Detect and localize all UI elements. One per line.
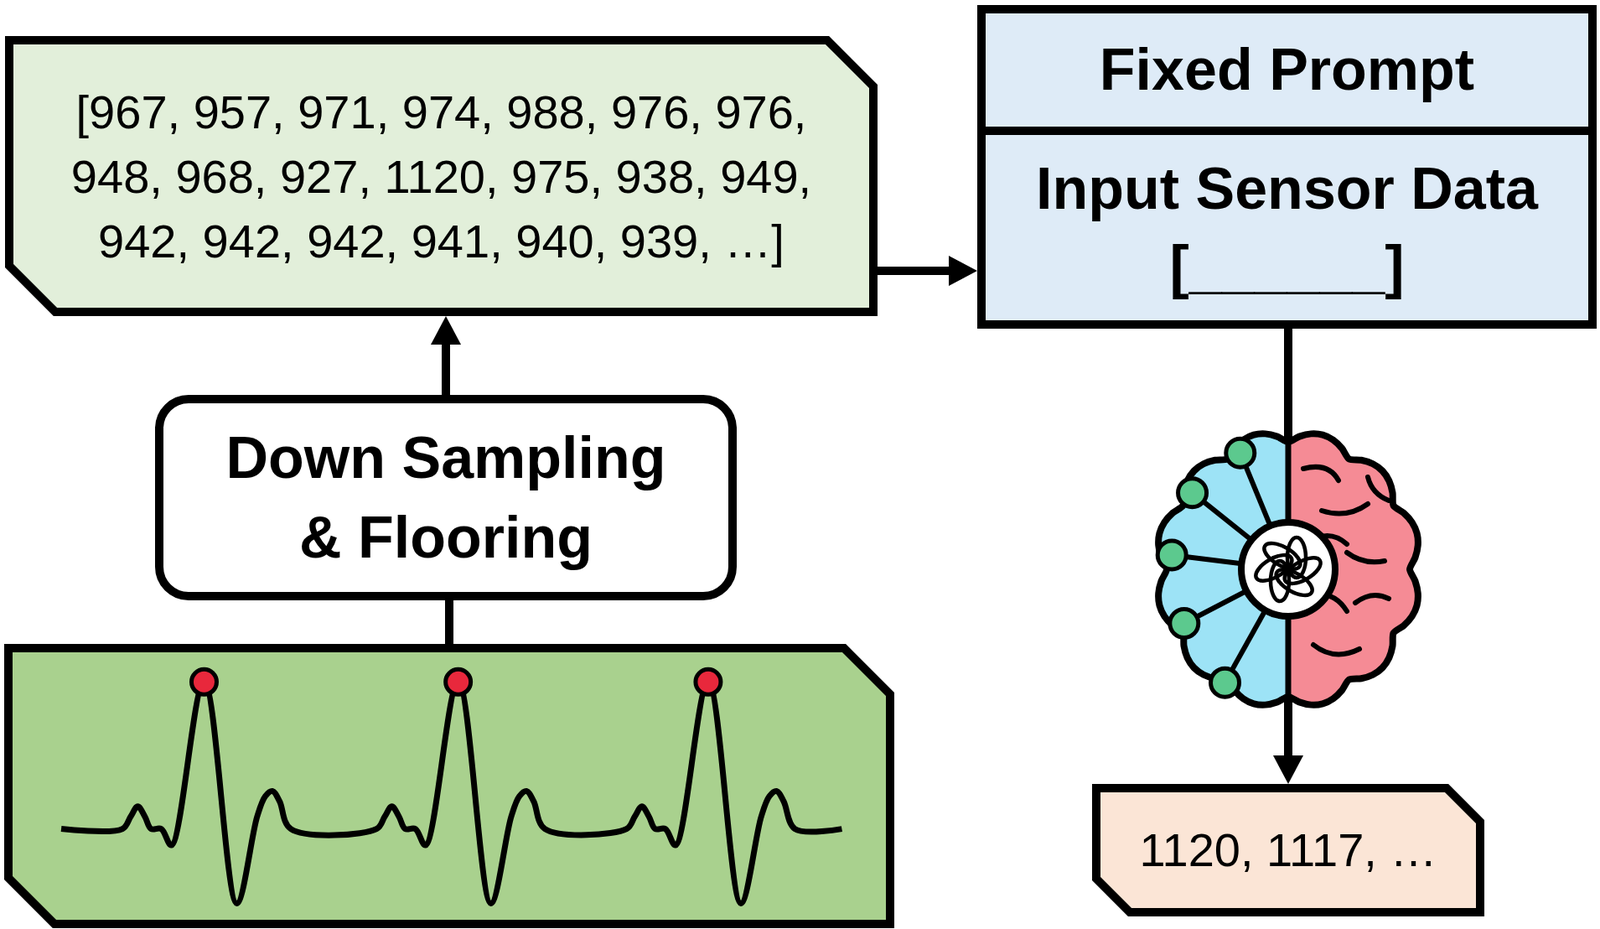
- brain-fold: [1313, 644, 1360, 654]
- node-text: [______]: [1169, 233, 1404, 301]
- brain-fold: [1321, 503, 1368, 514]
- peak-dot: [191, 668, 217, 694]
- brain-right: [1288, 433, 1419, 705]
- output-box: 1120, 1117, …: [1092, 783, 1485, 917]
- arrow-head: [430, 315, 461, 345]
- circuit-dot: [1226, 438, 1255, 467]
- arrow-head: [948, 255, 978, 286]
- arrow-connector: [430, 315, 461, 395]
- node-text: 1120, 1117, …: [1139, 821, 1438, 878]
- logo-disc: [1241, 522, 1336, 617]
- ecg-line: [61, 681, 842, 903]
- outline-shape: [9, 40, 874, 312]
- data-box: [967, 957, 971, 974, 988, 976, 976, 948,…: [5, 36, 878, 316]
- circuit-dot: [1211, 667, 1240, 697]
- arrow-connector: [877, 255, 978, 286]
- node-text: [967, 957, 971, 974, 988, 976, 976, 948,…: [47, 79, 836, 274]
- connector-line: [877, 266, 951, 275]
- brain-fold: [1303, 466, 1339, 481]
- ecg-waveform: [61, 668, 842, 903]
- prompt-box: Fixed Prompt: [977, 5, 1597, 135]
- outline-shape: [1096, 787, 1481, 912]
- ecg-panel: [8, 647, 891, 924]
- connector-line: [441, 342, 451, 395]
- brain-fold: [1355, 595, 1389, 603]
- logo-petal: [1260, 538, 1305, 575]
- node-text: Fixed Prompt: [1099, 36, 1475, 104]
- node-body: 1120, 1117, …: [1092, 783, 1485, 917]
- node-body: Fixed Prompt: [985, 13, 1589, 127]
- brain-fold: [1346, 552, 1385, 562]
- peak-dot: [695, 668, 721, 694]
- arrow-head: [1273, 755, 1304, 784]
- node-text: Down Sampling & Flooring: [211, 418, 681, 577]
- node-body: Down Sampling & Flooring: [163, 403, 729, 592]
- circuit-dot: [1157, 540, 1186, 570]
- circuit-dot: [1178, 478, 1207, 508]
- input-box: Input Sensor Data [______]: [977, 126, 1597, 329]
- node-body: [967, 957, 971, 974, 988, 976, 976, 948,…: [5, 36, 878, 316]
- process-box: Down Sampling & Flooring: [155, 394, 737, 601]
- brain-outline: [1158, 433, 1419, 705]
- wire: [445, 600, 454, 648]
- ai-brain-icon: [1157, 433, 1419, 705]
- node-body: Input Sensor Data [______]: [985, 134, 1589, 321]
- node-text: Input Sensor Data: [1035, 155, 1538, 223]
- peak-dot: [445, 668, 472, 694]
- circuit-dot: [1170, 609, 1199, 638]
- brain-left: [1158, 433, 1289, 705]
